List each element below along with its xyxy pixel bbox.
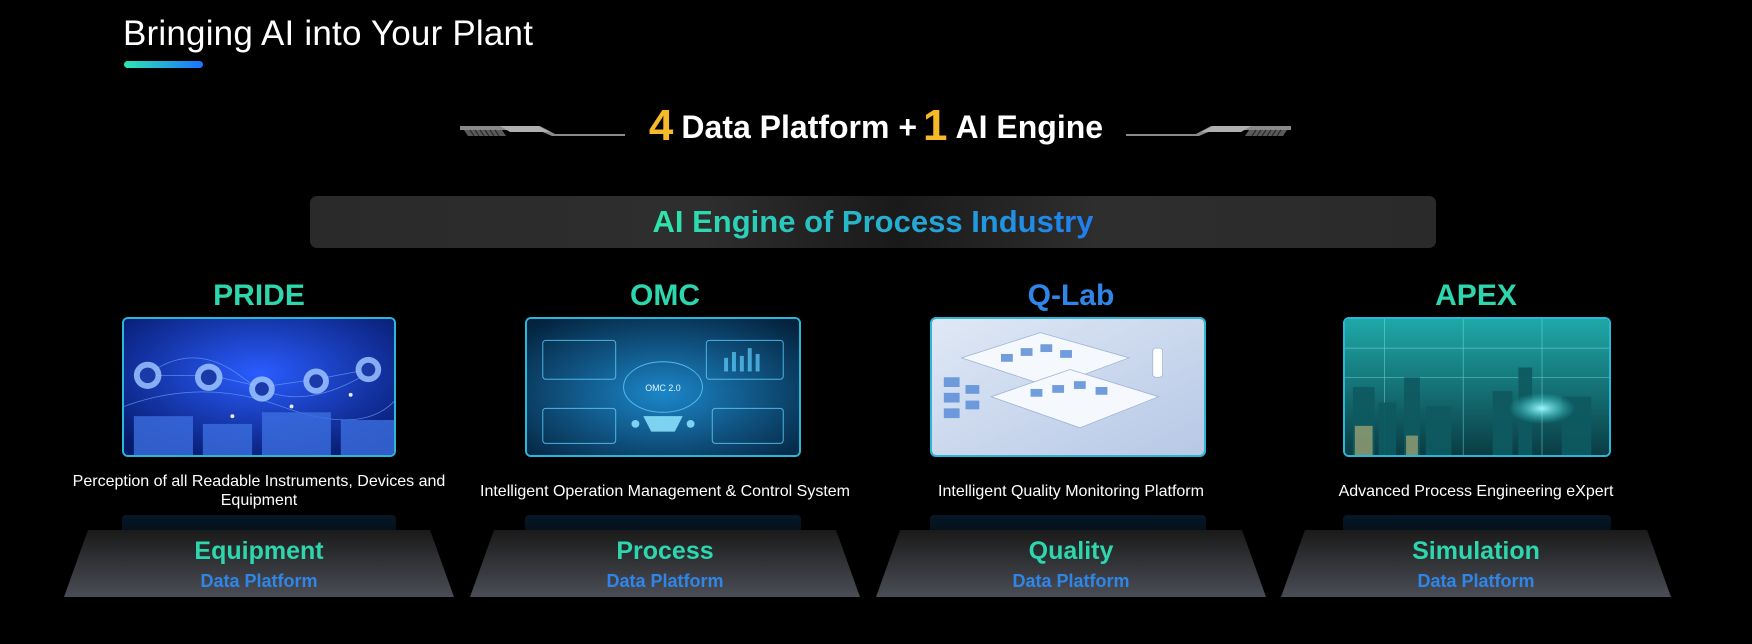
headline-number-data: 4 — [648, 101, 674, 150]
stage-subtitle: Data Platform — [200, 571, 318, 591]
platform-description: Intelligent Operation Management & Contr… — [480, 482, 850, 500]
stage-title: Simulation — [1412, 537, 1540, 565]
platform-image-omc: OMC 2.0 — [525, 317, 801, 457]
platform-name: APEX — [1435, 279, 1517, 312]
platform-name: Q-Lab — [1027, 279, 1115, 312]
omc-screen-label: OMC 2.0 — [645, 383, 681, 393]
platform-name: PRIDE — [213, 279, 305, 312]
decorative-bar-left-icon — [460, 126, 625, 137]
platform-description: Perception of all Readable Instruments, … — [72, 473, 446, 509]
decorative-bar-right-icon — [1126, 126, 1291, 137]
stage-base — [470, 530, 860, 597]
headline-part-data: Data Platform + — [681, 109, 918, 145]
platform-name: OMC — [630, 279, 700, 312]
stage-subtitle: Data Platform — [1012, 571, 1130, 591]
platform-card-pride[interactable]: PRIDE — [64, 275, 454, 605]
stage-subtitle: Data Platform — [606, 571, 724, 591]
stage-subtitle: Data Platform — [1417, 571, 1535, 591]
title-underline — [124, 61, 203, 68]
platform-card-omc[interactable]: OMC OMC 2.0 — [470, 275, 860, 605]
stage-base — [876, 530, 1266, 597]
stage-base — [64, 530, 454, 597]
page-title: Bringing AI into Your Plant — [123, 14, 534, 53]
platform-card-qlab[interactable]: Q-Lab — [876, 275, 1266, 605]
platform-image-qlab — [930, 317, 1206, 457]
stage-title: Process — [616, 537, 714, 565]
headline-part-ai: AI Engine — [955, 109, 1104, 145]
platform-description: Advanced Process Engineering eXpert — [1338, 482, 1614, 500]
platform-image-pride — [122, 317, 396, 457]
platform-description: Intelligent Quality Monitoring Platform — [938, 482, 1204, 500]
stage-title: Equipment — [194, 537, 324, 565]
platform-card-apex[interactable]: APEX — [1281, 275, 1671, 605]
ai-engine-banner: AI Engine of Process Industry — [310, 196, 1436, 248]
headline-number-ai: 1 — [923, 101, 948, 150]
ai-engine-title: AI Engine of Process Industry — [652, 204, 1094, 239]
stage-title: Quality — [1028, 537, 1114, 565]
platform-image-apex — [1343, 317, 1611, 457]
stage-base — [1281, 530, 1671, 597]
